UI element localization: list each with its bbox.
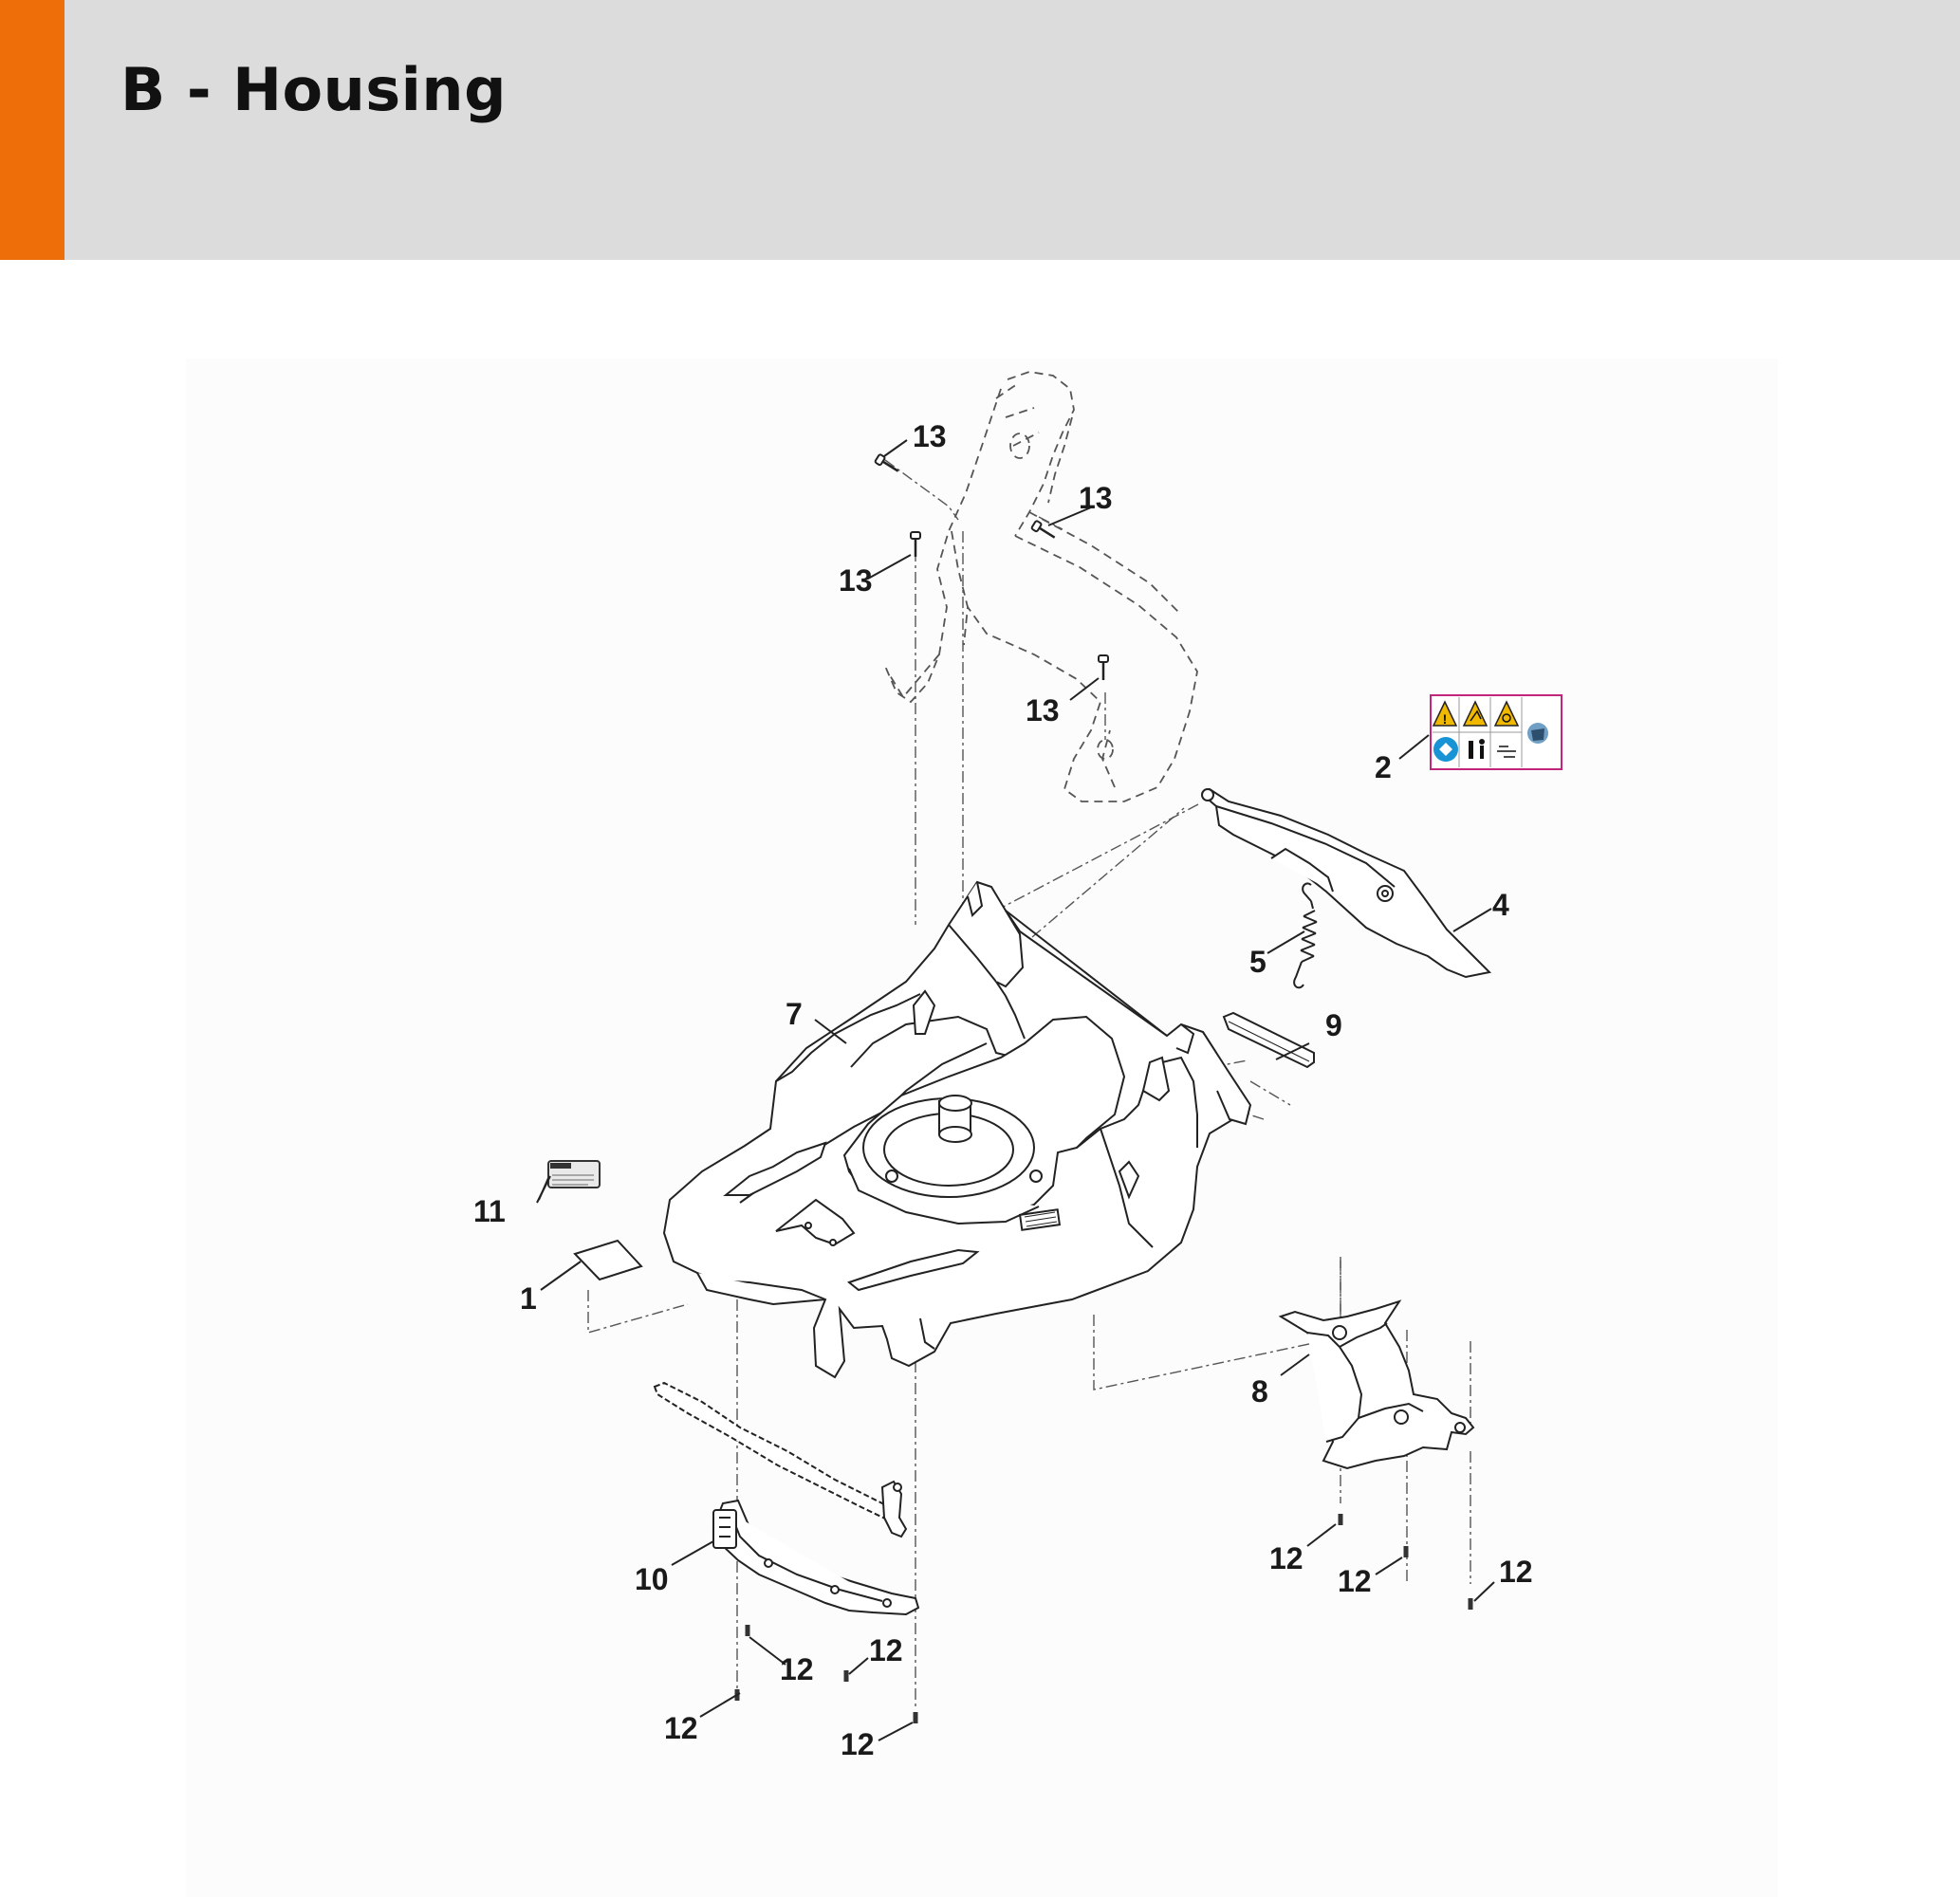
callout-13-top-left: 13 [913, 419, 947, 453]
screw-13-d [1097, 654, 1110, 682]
callout-7: 7 [786, 997, 803, 1031]
callout-4: 4 [1492, 888, 1509, 922]
screw-12-e [1338, 1514, 1343, 1525]
callout-12-g: 12 [1499, 1555, 1533, 1589]
callout-8: 8 [1251, 1374, 1268, 1409]
spring [1293, 882, 1318, 989]
baffle-insert [1278, 1299, 1475, 1470]
callout-12-d: 12 [841, 1727, 875, 1761]
mower-housing [662, 880, 1252, 1379]
screw-12-a [745, 1625, 750, 1636]
callout-12-e: 12 [1269, 1541, 1304, 1575]
callout-12-f: 12 [1338, 1564, 1372, 1598]
leader-lines [536, 439, 1495, 1741]
front-axle-frame [653, 1381, 920, 1616]
callout-1: 1 [520, 1281, 537, 1316]
callout-13-mid-left: 13 [839, 563, 873, 598]
screw-12-f [1403, 1546, 1409, 1557]
callout-13-top-right: 13 [1079, 481, 1113, 515]
callout-12-a: 12 [780, 1652, 814, 1686]
callout-10: 10 [635, 1562, 669, 1596]
svg-text:!: ! [1443, 711, 1448, 727]
rating-plate-icon [547, 1160, 601, 1188]
handle-assembly [883, 371, 1198, 802]
header-accent [0, 0, 65, 260]
warning-label-icon: ! [1430, 694, 1562, 770]
screw-13-c [909, 530, 922, 559]
callout-11: 11 [473, 1194, 506, 1228]
screw-12-d [913, 1712, 918, 1723]
sticker-pad [573, 1239, 643, 1281]
rear-flap [1201, 787, 1492, 979]
callout-5: 5 [1249, 945, 1267, 979]
callout-13-lower: 13 [1026, 693, 1060, 727]
screw-12-b [843, 1670, 849, 1682]
callout-12-c: 12 [664, 1711, 698, 1745]
callout-9: 9 [1325, 1008, 1342, 1042]
screw-12-g [1468, 1598, 1473, 1610]
screw-13-a [873, 452, 902, 477]
callout-12-b: 12 [869, 1633, 903, 1667]
callout-2: 2 [1375, 750, 1392, 784]
header-bar [0, 0, 1960, 260]
seal-strip [1222, 1011, 1315, 1069]
page-title: B - Housing [120, 55, 507, 124]
